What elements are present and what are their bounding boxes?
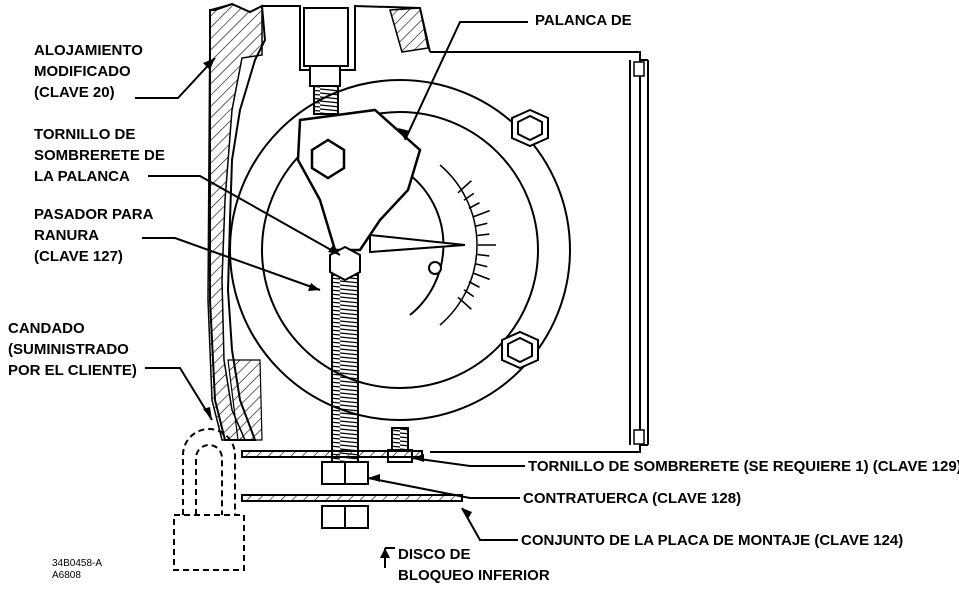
dial-tick (463, 289, 475, 298)
dial-tick (472, 272, 490, 281)
svg-text:DISCO DE: DISCO DE (398, 546, 471, 563)
slot-pin-rod (329, 245, 361, 481)
callout-cap-screw: TORNILLO DE SOMBRERETE (SE REQUIERE 1) (… (528, 458, 959, 475)
svg-text:MODIFICADO: MODIFICADO (34, 63, 131, 80)
svg-text:CANDADO: CANDADO (8, 320, 85, 337)
drawing-id: 34B0458-A A6808 (52, 558, 102, 581)
svg-text:CONTRATUERCA (CLAVE 128): CONTRATUERCA (CLAVE 128) (523, 490, 741, 507)
callout-housing: ALOJAMIENTO MODIFICADO (CLAVE 20) (34, 42, 143, 101)
leader-lines (135, 21, 528, 568)
callout-lower-lock-disc: DISCO DE BLOQUEO INFERIOR (398, 546, 550, 584)
callout-lock-nut: CONTRATUERCA (CLAVE 128) (523, 490, 741, 507)
dial-tick (468, 280, 480, 288)
svg-text:(SUMINISTRADO: (SUMINISTRADO (8, 341, 129, 358)
svg-text:LA PALANCA: LA PALANCA (34, 168, 130, 185)
svg-text:CONJUNTO DE LA PLACA DE MONTAJ: CONJUNTO DE LA PLACA DE MONTAJE (CLAVE 1… (521, 532, 903, 549)
svg-text:TORNILLO DE SOMBRERETE (SE REQ: TORNILLO DE SOMBRERETE (SE REQUIERE 1) (… (528, 458, 959, 475)
dial-tick (468, 202, 480, 210)
dial-tick (477, 233, 490, 237)
housing-section-hatch (207, 3, 429, 441)
hex-bolt-upper (511, 108, 549, 148)
dial-ticks (457, 180, 496, 310)
dial-screw (428, 261, 442, 275)
dial-tick (457, 296, 472, 310)
callout-padlock: CANDADO (SUMINISTRADO POR EL CLIENTE) (8, 320, 137, 379)
dial-tick (457, 180, 472, 194)
svg-text:BLOQUEO INFERIOR: BLOQUEO INFERIOR (398, 567, 550, 584)
hex-bolt-lower (501, 330, 539, 370)
dial-pointer (369, 233, 466, 254)
svg-text:ALOJAMIENTO: ALOJAMIENTO (34, 42, 143, 59)
padlock-icon (173, 428, 245, 571)
mounting-plate (241, 494, 463, 502)
upper-lock-disc (241, 450, 423, 458)
top-link (303, 7, 349, 115)
dial-tick (477, 253, 490, 257)
svg-text:(CLAVE 127): (CLAVE 127) (34, 248, 123, 265)
svg-text:RANURA: RANURA (34, 227, 99, 244)
arrowheads (203, 58, 472, 558)
lock-nut (321, 461, 369, 485)
dial-tick (475, 263, 488, 268)
svg-text:34B0458-A: 34B0458-A (52, 558, 102, 569)
housing-body (209, 2, 649, 453)
svg-text:TORNILLO DE: TORNILLO DE (34, 126, 135, 143)
svg-text:A6808: A6808 (52, 570, 81, 581)
lever-arm (296, 108, 422, 252)
svg-text:POR EL CLIENTE): POR EL CLIENTE) (8, 362, 137, 379)
callout-lever-cap-screw: TORNILLO DE SOMBRERETE DE LA PALANCA (34, 126, 165, 185)
svg-text:PALANCA DE: PALANCA DE (535, 12, 632, 29)
dial-tick (475, 222, 488, 227)
svg-text:(CLAVE 20): (CLAVE 20) (34, 84, 115, 101)
svg-text:PASADOR PARA: PASADOR PARA (34, 206, 154, 223)
callout-mounting-plate: CONJUNTO DE LA PLACA DE MONTAJE (CLAVE 1… (521, 532, 903, 549)
dial-tick (472, 209, 490, 218)
flange-screws (633, 61, 645, 445)
callout-lever: PALANCA DE (535, 12, 632, 29)
lower-nut (321, 505, 369, 529)
dial-tick (463, 192, 475, 201)
svg-text:SOMBRERETE DE: SOMBRERETE DE (34, 147, 165, 164)
callout-slot-pin: PASADOR PARA RANURA (CLAVE 127) (34, 206, 154, 265)
